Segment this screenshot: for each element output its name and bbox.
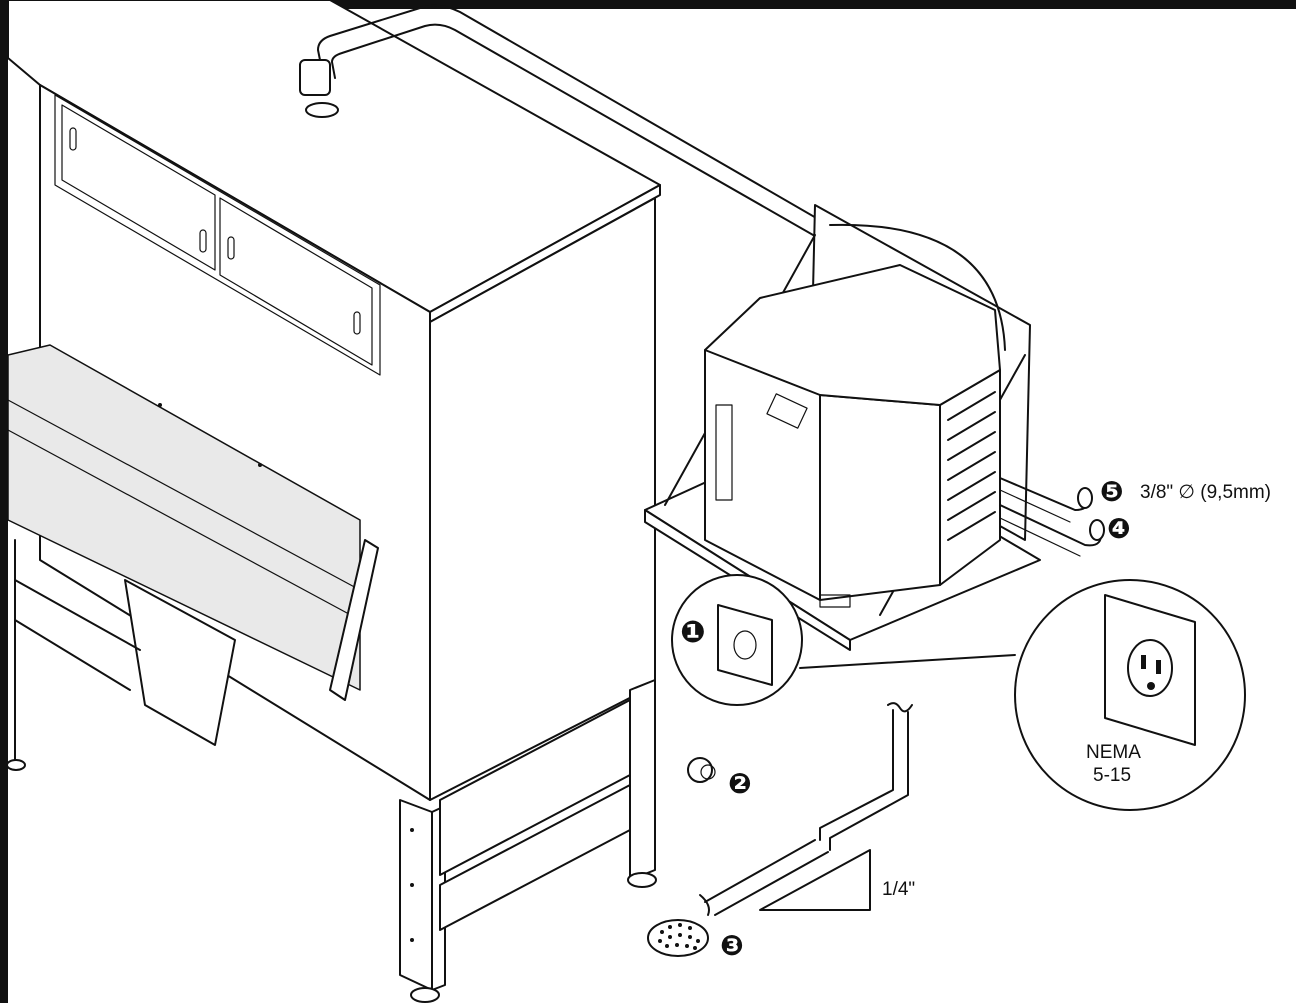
line-outer bbox=[317, 4, 1011, 331]
rear-leg bbox=[629, 679, 656, 881]
outlet-leader-line bbox=[799, 654, 1016, 669]
outlet-label-line2: 5-15 bbox=[1093, 765, 1131, 786]
left-frame-bar-2 bbox=[14, 619, 131, 691]
door-handle-1 bbox=[69, 127, 77, 151]
drain-break-top bbox=[887, 702, 913, 713]
slope-triangle bbox=[759, 849, 871, 911]
refrigerant-line bbox=[299, 4, 1011, 343]
bin-panel-line-2 bbox=[7, 429, 361, 621]
pipe-lower-inner bbox=[999, 517, 1081, 557]
door-right bbox=[219, 197, 373, 366]
strainer-plate bbox=[647, 919, 709, 957]
front-foot bbox=[410, 987, 440, 1003]
bin-panel-line-1 bbox=[7, 399, 361, 591]
callout-2-number: ❷ bbox=[728, 767, 752, 800]
door-frame bbox=[54, 94, 381, 376]
condenser-unit bbox=[644, 204, 1105, 651]
door-handle-2 bbox=[199, 229, 207, 253]
bin-door-edge bbox=[329, 539, 379, 701]
valve-knob bbox=[700, 764, 716, 780]
callout-5-label: 3/8" ∅ (9,5mm) bbox=[1140, 482, 1271, 503]
pipe-upper-inner bbox=[999, 489, 1071, 523]
pipe-upper-end bbox=[1077, 487, 1093, 509]
line-fitting bbox=[299, 59, 331, 96]
unit-louvers bbox=[947, 391, 996, 541]
callout-5-number: ❺ bbox=[1100, 475, 1124, 508]
callout-1-number: ❶ bbox=[680, 615, 705, 650]
valve-body bbox=[687, 757, 713, 783]
front-leg bbox=[399, 799, 433, 991]
slope-label: 1/4" bbox=[882, 879, 915, 900]
left-foot bbox=[6, 759, 26, 771]
outlet-socket-small bbox=[733, 630, 757, 660]
leg-hole-2 bbox=[410, 883, 414, 887]
line-fitting-base bbox=[305, 102, 339, 118]
water-valve bbox=[687, 757, 716, 783]
door-handle-3 bbox=[227, 236, 235, 260]
callout-4-number: ❹ bbox=[1107, 512, 1131, 545]
drain-horizontal-bottom bbox=[714, 851, 829, 916]
unit-grille-small bbox=[819, 594, 851, 608]
strainer-holes bbox=[658, 923, 700, 950]
unit-control-panel bbox=[715, 404, 733, 501]
unit-top bbox=[704, 264, 1001, 406]
outlet-callout bbox=[671, 574, 1246, 811]
outlet-plate-small bbox=[717, 604, 773, 686]
bin-screw-1 bbox=[158, 403, 162, 407]
drain-break-end bbox=[699, 894, 710, 916]
callout-3-number: ❸ bbox=[720, 929, 744, 962]
outlet-socket-large bbox=[1127, 639, 1173, 697]
door-handle-4 bbox=[353, 311, 361, 335]
left-frame-bar-1 bbox=[14, 579, 141, 651]
unit-front-face bbox=[819, 394, 941, 601]
line-inner bbox=[331, 23, 1001, 343]
unit-vent-top bbox=[766, 393, 808, 429]
drain-vertical-right bbox=[829, 711, 909, 851]
drain-horizontal-top bbox=[704, 839, 816, 903]
outlet-plate-large bbox=[1104, 594, 1196, 746]
outlet-ground-pin bbox=[1147, 682, 1155, 690]
drain-strainer bbox=[647, 919, 709, 957]
ice-machine bbox=[6, 0, 661, 1003]
outlet-slot-left bbox=[1141, 655, 1146, 669]
outlet-slot-right bbox=[1156, 660, 1161, 674]
bin-screw-2 bbox=[258, 463, 262, 467]
rear-foot bbox=[627, 872, 657, 888]
left-border-band bbox=[0, 0, 8, 1003]
drain-vertical-left bbox=[819, 709, 894, 841]
door-left bbox=[61, 104, 216, 271]
leg-hole-1 bbox=[410, 828, 414, 832]
leg-hole-3 bbox=[410, 938, 414, 942]
top-border-band bbox=[0, 0, 1296, 9]
fan-shroud-arc bbox=[829, 223, 1006, 351]
pipe-lower-end bbox=[1089, 519, 1105, 541]
drain-line bbox=[699, 702, 913, 916]
bin-chute bbox=[124, 579, 236, 746]
outlet-label-line1: NEMA bbox=[1086, 742, 1141, 763]
